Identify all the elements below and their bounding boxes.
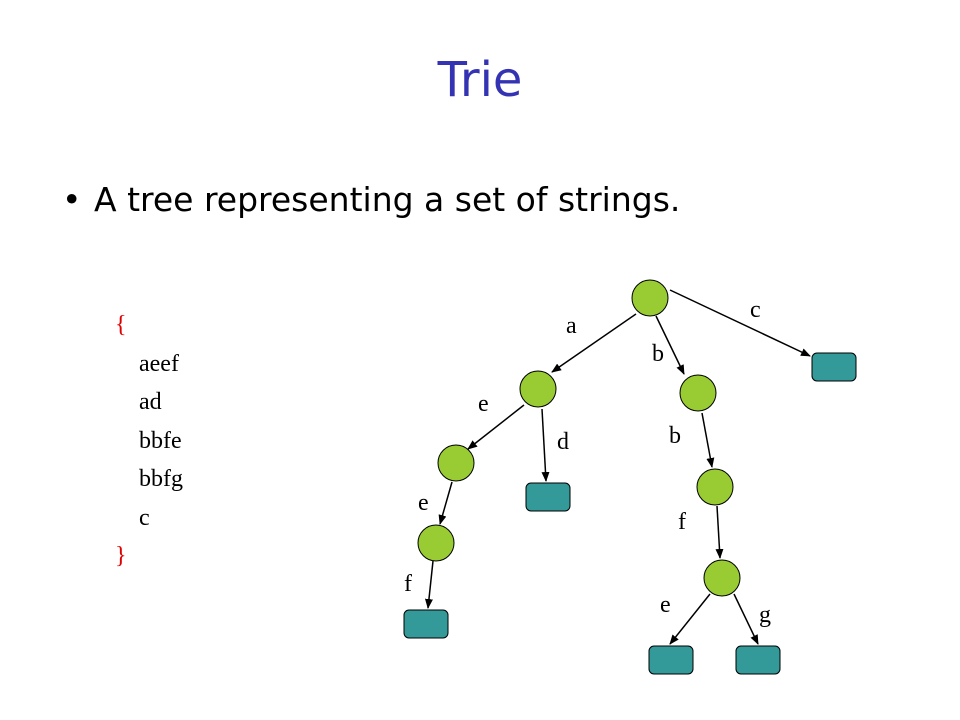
- internal-node-root: [631, 279, 669, 317]
- trie-edge-n_a-leaf_ad: [541, 408, 550, 482]
- edge-label-g: g: [759, 602, 771, 628]
- edge-label-d: d: [557, 429, 569, 455]
- slide-title: Trie: [437, 52, 523, 108]
- trie-edges: [424, 289, 811, 645]
- leaf-node-leaf_bbfe: [648, 645, 694, 675]
- set-item: bbfe: [139, 427, 182, 454]
- trie-nodes: [403, 279, 857, 675]
- internal-node-n_b: [679, 374, 717, 412]
- set-open-brace: {: [115, 312, 127, 338]
- internal-node-n_a: [519, 370, 557, 408]
- trie-edge-n_bbf-leaf_bbfg: [733, 593, 759, 645]
- trie-edge-n_bb-n_bbf: [715, 505, 724, 559]
- edge-label-f: f: [404, 571, 412, 597]
- leaf-node-leaf_bbfg: [735, 645, 781, 675]
- set-item: bbfg: [139, 466, 183, 492]
- trie-edge-n_bbf-leaf_bbfe: [669, 593, 711, 645]
- edge-label-b: b: [652, 341, 664, 367]
- edge-label-a: a: [566, 313, 577, 339]
- set-close-brace: }: [115, 543, 127, 569]
- set-item: aeef: [139, 350, 179, 377]
- internal-node-n_bb: [696, 468, 734, 506]
- leaf-node-leaf_ad: [525, 482, 571, 512]
- bullet-marker: •: [62, 180, 82, 219]
- set-item: c: [139, 504, 150, 531]
- internal-node-n_aee: [417, 524, 455, 562]
- set-item: ad: [139, 389, 162, 415]
- leaf-node-leaf_aeef: [403, 609, 449, 639]
- edge-label-e: e: [418, 490, 429, 516]
- trie-edge-root-n_a: [551, 313, 637, 373]
- edge-label-b: b: [669, 423, 681, 449]
- bullet-text: A tree representing a set of strings.: [94, 180, 681, 219]
- internal-node-n_ae: [437, 444, 475, 482]
- trie-edge-n_aee-leaf_aeef: [424, 560, 434, 609]
- trie-edge-n_b-n_bb: [701, 412, 715, 468]
- edge-label-c: c: [750, 297, 761, 323]
- trie-edge-labels: a b c e d e f b f e g: [404, 297, 771, 628]
- edge-label-e: e: [478, 391, 489, 417]
- trie-edge-n_ae-n_aee: [438, 481, 453, 525]
- internal-node-n_bbf: [703, 559, 741, 597]
- edge-label-f: f: [678, 509, 686, 535]
- trie-edge-root-leaf_c: [669, 289, 811, 357]
- trie-edge-root-n_b: [655, 315, 685, 375]
- edge-label-e: e: [660, 592, 671, 618]
- bullet-item: • A tree representing a set of strings.: [62, 180, 680, 219]
- leaf-node-leaf_c: [811, 352, 857, 382]
- string-set: { aeef ad bbfe bbfg c }: [115, 306, 183, 576]
- trie-edge-n_a-n_ae: [467, 404, 525, 450]
